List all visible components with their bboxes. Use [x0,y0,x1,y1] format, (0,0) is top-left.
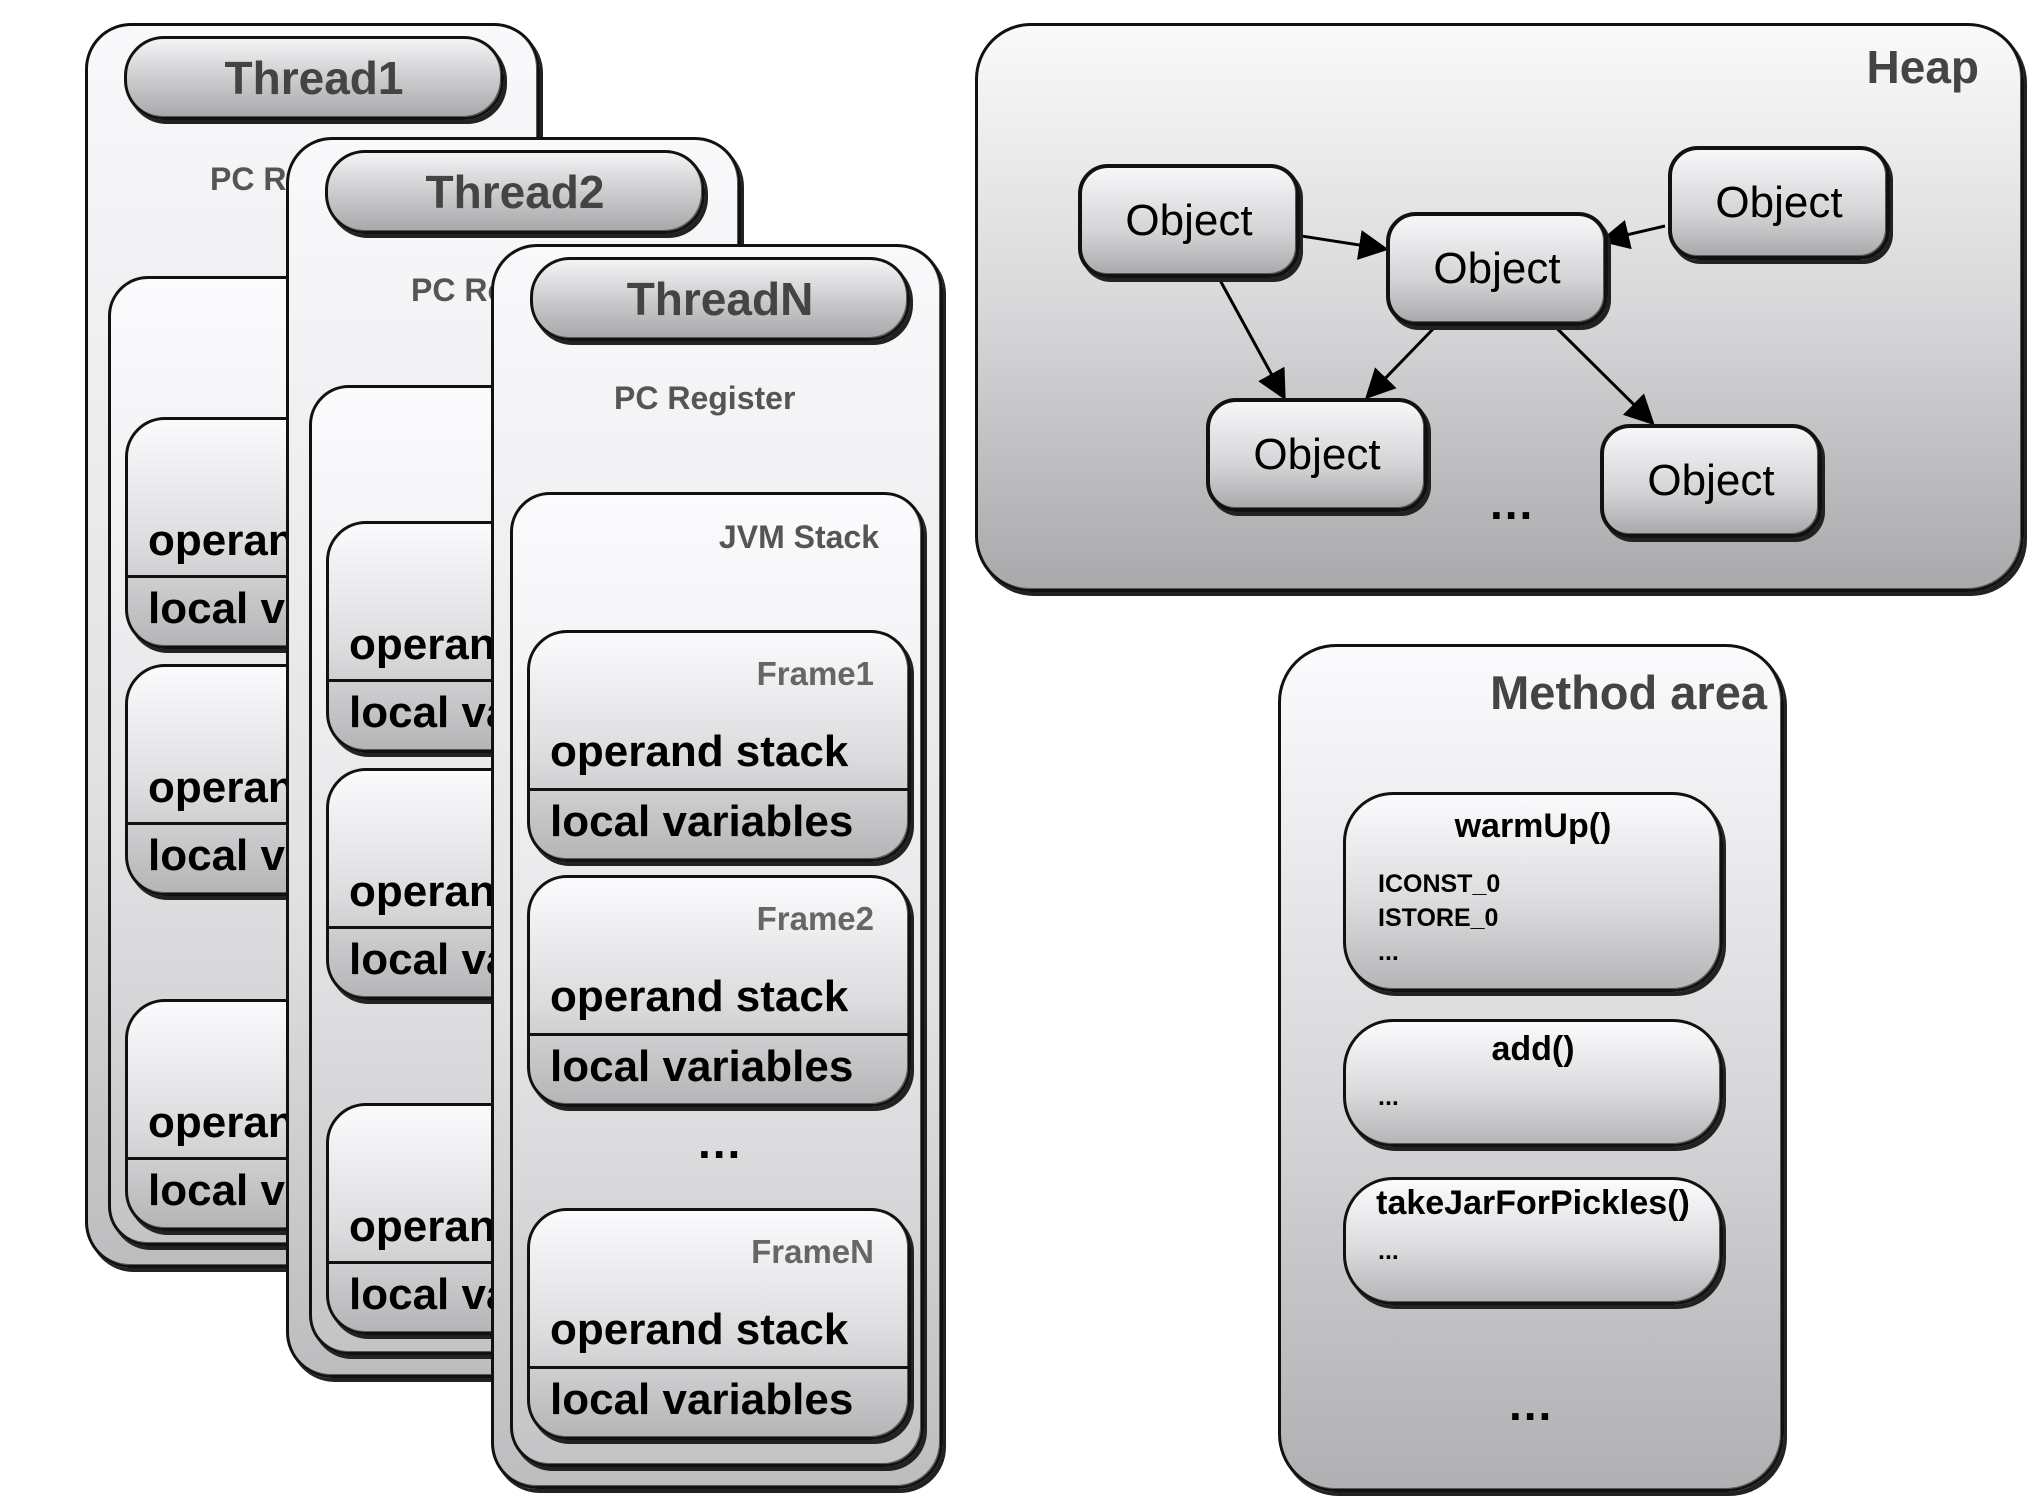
method-bytecode: ... [1378,1237,1399,1265]
method-bytecode: ICONST_0 ISTORE_0 ... [1378,870,1501,966]
reference-arrow [1599,219,1666,250]
thread-n-frame-2: Frame2 operand stack local variables [527,875,911,1107]
heap-reference-arrows [1215,219,1666,426]
heap-object: Object [1206,398,1428,512]
local-variables-label: local variables [550,1375,854,1424]
reference-arrow [1364,321,1440,400]
method-name: add() [1491,1030,1575,1068]
method-entry: warmUp() ICONST_0 ISTORE_0 ... [1343,792,1723,992]
heap-object: Object [1668,146,1890,260]
method-bytecode: ... [1378,1083,1399,1111]
method-name: warmUp() [1454,807,1612,845]
heap-object: Object [1078,164,1300,278]
thread-n-title: ThreadN [530,257,910,341]
heap-object: Object [1600,424,1822,538]
reference-arrow [1215,274,1286,401]
operand-stack-label: operand stack [550,1305,849,1354]
frame-divider [530,788,908,791]
frame-label: Frame1 [756,655,874,692]
method-entry: add() ... [1343,1019,1723,1147]
method-entry: takeJarForPickles() ... [1343,1177,1723,1305]
local-variables-label: local variables [550,797,854,846]
thread-n-jvm-stack: JVM Stack Frame1 operand stack local var… [510,492,924,1467]
reference-arrow [1296,230,1389,260]
heap-object: Object [1386,212,1608,326]
jvm-stack-title: JVM Stack [718,519,879,555]
frame-divider [530,1366,908,1369]
thread-n-container: ThreadN PC Register JVM Stack Frame1 ope… [491,244,943,1489]
heap-ellipsis: ... [1490,477,1535,529]
method-area-region: Method area warmUp() ICONST_0 ISTORE_0 .… [1278,644,1784,1492]
thread-n-pc-register: PC Register [614,380,796,416]
local-variables-label: local variables [550,1042,854,1091]
thread-n-frame-1: Frame1 operand stack local variables [527,630,911,862]
thread-n-frame-n: FrameN operand stack local variables [527,1208,911,1440]
heap-title: Heap [1866,41,1979,93]
heap-region: Heap Object Object Object Object Object … [975,23,2024,592]
operand-stack-label: operand stack [550,972,849,1021]
frames-ellipsis: ... [698,1116,743,1168]
frame-label: Frame2 [756,900,874,937]
method-name: takeJarForPickles() [1376,1184,1690,1222]
method-area-ellipsis: ... [1509,1378,1554,1430]
reference-arrow [1550,321,1655,426]
method-area-title: Method area [1490,666,1767,719]
thread-2-title: Thread2 [325,150,705,234]
frame-divider [530,1033,908,1036]
operand-stack-label: operand stack [550,727,849,776]
frame-label: FrameN [751,1233,874,1270]
thread-1-title: Thread1 [124,36,504,120]
